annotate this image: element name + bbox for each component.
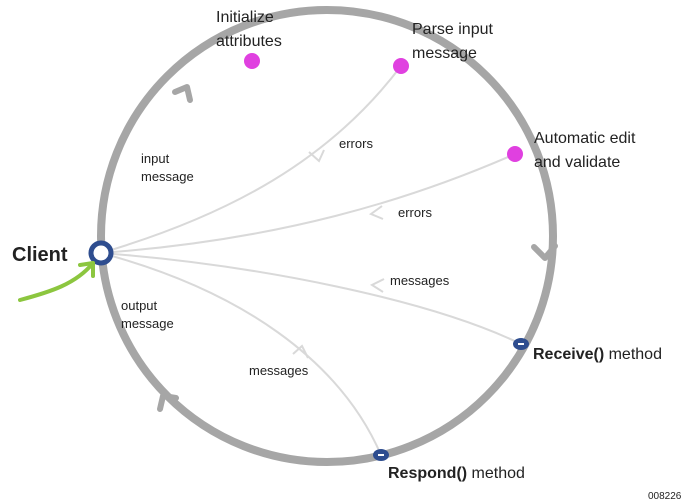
- flow-line-respond-messages: [100, 252, 382, 456]
- client-label: Client: [12, 244, 68, 266]
- flow-line-parse-errors: [100, 65, 402, 254]
- automatic-edit-dot: [507, 146, 523, 162]
- flow-arrowhead-parse: [308, 149, 325, 163]
- parse-input-label: Parse input message: [412, 21, 497, 62]
- flow-line-edit-errors: [100, 153, 516, 254]
- parse-input-dot: [393, 58, 409, 74]
- flow-arrowhead-receive: [369, 278, 385, 293]
- errors-label-edit: errors: [398, 205, 432, 220]
- initialize-attributes-label: Initialize attributes: [216, 9, 282, 50]
- client-pointer-arrowhead: [78, 261, 95, 278]
- initialize-attributes-dot: [244, 53, 260, 69]
- input-message-label: input message: [141, 151, 194, 184]
- flow-arrowhead-respond: [292, 344, 309, 359]
- receive-method-label: Receive() method: [533, 346, 662, 363]
- ring-arrowhead-bottom-left: [157, 393, 179, 412]
- client-pointer-arrow: [18, 261, 95, 302]
- automatic-edit-label: Automatic edit and validate: [534, 130, 640, 171]
- errors-label-parse: errors: [339, 136, 373, 151]
- client-node: [88, 240, 114, 266]
- cycle-ring: [97, 6, 557, 466]
- flow-line-receive-messages: [100, 252, 522, 345]
- flow-arrowhead-edit: [368, 205, 384, 220]
- messages-label-receive: messages: [390, 273, 450, 288]
- messages-label-respond: messages: [249, 363, 309, 378]
- ring-arrowhead-top-left: [172, 84, 193, 103]
- output-message-label: output message: [121, 298, 174, 331]
- respond-method-label: Respond() method: [388, 465, 525, 482]
- ring-arrowhead-right: [531, 243, 558, 261]
- figure-id: 008226: [648, 491, 682, 502]
